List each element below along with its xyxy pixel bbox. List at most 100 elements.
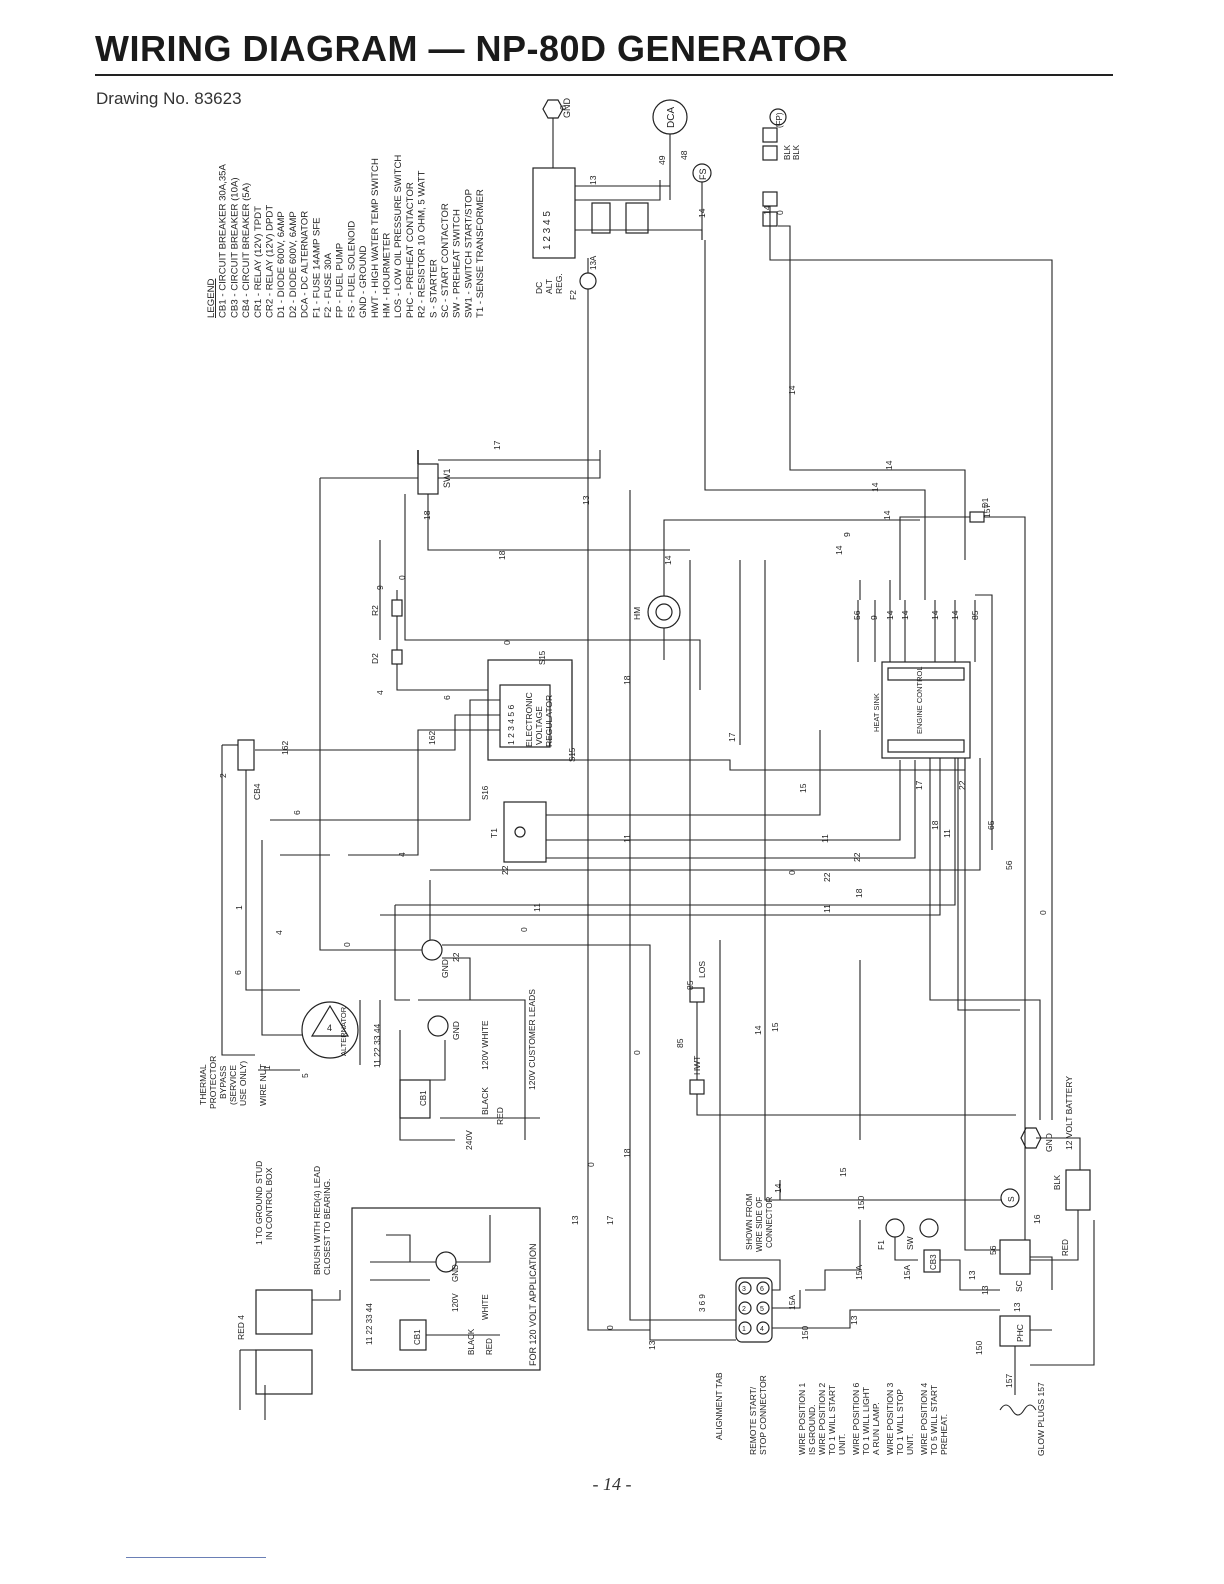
- svg-text:TO 1 WILL STOP: TO 1 WILL STOP: [895, 1389, 905, 1455]
- svg-text:3: 3: [742, 1286, 746, 1293]
- legend: LEGEND CB1 - CIRCUIT BREAKER 30A,35A CB3…: [206, 155, 486, 318]
- customer-leads: 120V WHITE 120V CUSTOMER LEADS 240V BLAC…: [464, 989, 537, 1150]
- svg-text:WIRE SIDE OF: WIRE SIDE OF: [755, 1197, 764, 1252]
- svg-text:48: 48: [679, 150, 689, 160]
- svg-text:BRUSH WITH RED(4) LEAD: BRUSH WITH RED(4) LEAD: [312, 1166, 322, 1275]
- svg-text:BLK: BLK: [1053, 1174, 1062, 1190]
- page-number: - 14 -: [592, 1474, 632, 1494]
- legend-item: SW - PREHEAT SWITCH: [452, 209, 463, 318]
- svg-text:6: 6: [292, 810, 302, 815]
- svg-text:CB1: CB1: [419, 1090, 428, 1106]
- brush-assembly: RED 4: [236, 1289, 313, 1395]
- svg-text:65: 65: [986, 820, 996, 830]
- svg-text:WIRE POSITION 6: WIRE POSITION 6: [851, 1382, 861, 1455]
- svg-text:SC: SC: [1014, 1280, 1024, 1292]
- legend-item: SC - START CONTACTOR: [440, 203, 451, 318]
- drawing-number: Drawing No. 83623: [96, 89, 242, 108]
- svg-text:4: 4: [397, 852, 407, 857]
- ground-symbol-top: GND: [542, 98, 572, 128]
- svg-text:162: 162: [280, 741, 290, 755]
- svg-text:2: 2: [218, 773, 228, 778]
- svg-text:13: 13: [980, 1285, 990, 1295]
- svg-text:RED: RED: [1061, 1239, 1070, 1256]
- svg-text:14: 14: [787, 385, 797, 395]
- svg-text:GND: GND: [1044, 1133, 1054, 1152]
- svg-text:0: 0: [558, 105, 568, 110]
- svg-text:120V WHITE: 120V WHITE: [480, 1020, 490, 1070]
- fuse-f1: F1: [876, 1218, 905, 1250]
- fuel-solenoid: FS: [692, 163, 712, 240]
- svg-text:WIRE POSITION 2: WIRE POSITION 2: [817, 1382, 827, 1455]
- svg-text:UNIT.: UNIT.: [905, 1434, 915, 1455]
- svg-text:USE ONLY): USE ONLY): [238, 1061, 248, 1106]
- svg-text:14: 14: [663, 555, 673, 565]
- glow-plugs: GLOW PLUGS 157: [999, 1382, 1046, 1456]
- svg-text:GND: GND: [451, 1021, 461, 1040]
- svg-text:9: 9: [375, 585, 385, 590]
- svg-text:13A: 13A: [589, 255, 598, 270]
- svg-text:157: 157: [982, 504, 992, 518]
- svg-text:150: 150: [856, 1196, 866, 1210]
- svg-text:240V: 240V: [464, 1130, 474, 1150]
- svg-text:WIRE POSITION 3: WIRE POSITION 3: [885, 1382, 895, 1455]
- legend-item: CB3 - CIRCUIT BREAKER (10A): [229, 177, 240, 318]
- svg-text:RED 4: RED 4: [236, 1315, 246, 1340]
- svg-text:0: 0: [1038, 910, 1048, 915]
- svg-text:D1: D1: [981, 497, 990, 508]
- svg-text:ALTERNATOR: ALTERNATOR: [339, 1006, 348, 1056]
- svg-text:18: 18: [622, 1148, 632, 1158]
- battery-ground: GND: [1020, 1127, 1054, 1152]
- legend-heading: LEGEND: [206, 278, 217, 318]
- svg-text:BLACK: BLACK: [467, 1328, 476, 1355]
- svg-text:ELECTRONIC: ELECTRONIC: [524, 692, 534, 747]
- footer-rule: [126, 1557, 266, 1558]
- svg-text:STOP CONNECTOR: STOP CONNECTOR: [758, 1375, 768, 1455]
- dc-alt-regulator: 1 2 3 4 5 DC ALT REG.: [532, 167, 649, 294]
- svg-text:PROTECTOR: PROTECTOR: [208, 1056, 218, 1109]
- svg-text:11: 11: [820, 834, 830, 843]
- svg-text:14: 14: [885, 610, 895, 620]
- svg-text:WIRE POSITION 4: WIRE POSITION 4: [919, 1382, 929, 1455]
- svg-text:49: 49: [657, 155, 667, 165]
- svg-text:HEAT SINK: HEAT SINK: [872, 693, 881, 732]
- svg-text:1: 1: [234, 905, 244, 910]
- svg-text:13: 13: [1012, 1302, 1022, 1312]
- legend-item: S - STARTER: [428, 259, 439, 318]
- svg-text:LOS: LOS: [697, 961, 707, 978]
- brush-note: BRUSH WITH RED(4) LEAD CLOSEST TO BEARIN…: [312, 1166, 332, 1275]
- svg-text:1 2 3 4 5: 1 2 3 4 5: [542, 211, 553, 250]
- svg-text:REGULATOR: REGULATOR: [544, 695, 554, 747]
- wiring: [221, 128, 1095, 1420]
- svg-text:14: 14: [753, 1025, 763, 1035]
- svg-text:15A: 15A: [854, 1265, 864, 1280]
- svg-text:13: 13: [588, 175, 598, 185]
- svg-text:15: 15: [770, 1022, 780, 1032]
- svg-text:17: 17: [605, 1215, 615, 1225]
- svg-text:17: 17: [727, 732, 737, 742]
- svg-text:9: 9: [842, 532, 852, 537]
- svg-text:22: 22: [822, 872, 832, 882]
- svg-text:22: 22: [852, 852, 862, 862]
- svg-text:THERMAL: THERMAL: [198, 1064, 208, 1105]
- svg-text:CB1: CB1: [413, 1329, 422, 1345]
- svg-text:150: 150: [974, 1341, 984, 1355]
- svg-text:14: 14: [870, 482, 880, 492]
- circuit-breaker-cb4: CB4: [237, 739, 262, 800]
- svg-text:TO 5 WILL START: TO 5 WILL START: [929, 1385, 939, 1455]
- diode-d2: D2: [370, 649, 403, 665]
- battery: 12 VOLT BATTERY BLK RED: [1053, 1076, 1091, 1256]
- svg-text:ALIGNMENT TAB: ALIGNMENT TAB: [714, 1372, 724, 1440]
- svg-text:18: 18: [930, 820, 940, 830]
- svg-text:13: 13: [647, 1340, 657, 1350]
- svg-text:11 22 33 44: 11 22 33 44: [372, 1023, 382, 1068]
- legend-item: CR1 - RELAY (12V) TPDT: [253, 206, 264, 318]
- svg-text:UNIT.: UNIT.: [837, 1434, 847, 1455]
- wire-position-notes: WIRE POSITION 1 IS GROUND. WIRE POSITION…: [797, 1382, 949, 1455]
- svg-text:13: 13: [849, 1315, 859, 1325]
- svg-text:WIRE POSITION 1: WIRE POSITION 1: [797, 1382, 807, 1455]
- svg-text:S: S: [1006, 1196, 1016, 1202]
- sense-transformer: T1: [489, 801, 547, 863]
- svg-text:F2: F2: [568, 290, 578, 300]
- starter: S: [1000, 1188, 1020, 1208]
- svg-text:56: 56: [988, 1245, 998, 1255]
